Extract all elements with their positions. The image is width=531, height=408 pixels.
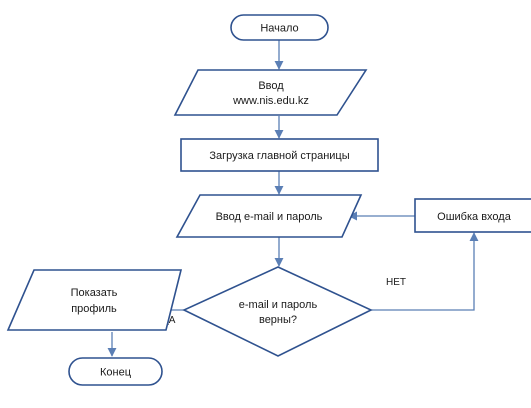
edge-label-no: НЕТ bbox=[386, 277, 406, 288]
error-label: Ошибка входа bbox=[437, 211, 512, 223]
load-page-node: Загрузка главной страницы bbox=[180, 138, 379, 172]
input-credentials-label: Ввод e-mail и пароль bbox=[216, 211, 323, 223]
edge-decision-no-to-error bbox=[371, 232, 479, 311]
input-url-label-line2: www.nis.edu.kz bbox=[232, 95, 309, 107]
end-node-label: Конец bbox=[100, 367, 132, 379]
load-page-label: Загрузка главной страницы bbox=[209, 150, 349, 162]
decision-label-line1: e-mail и пароль bbox=[239, 299, 318, 311]
show-profile-label-line1: Показать bbox=[71, 287, 118, 299]
show-profile-label-line2: профиль bbox=[71, 303, 117, 315]
show-profile-node: Показать профиль bbox=[6, 269, 183, 331]
input-url-node: Ввод www.nis.edu.kz bbox=[173, 69, 368, 116]
start-node: Начало bbox=[230, 14, 329, 41]
end-node: Конец bbox=[68, 357, 163, 386]
input-credentials-node: Ввод e-mail и пароль bbox=[175, 194, 363, 238]
error-node: Ошибка входа bbox=[414, 198, 531, 233]
input-url-label-line1: Ввод bbox=[258, 80, 284, 92]
decision-label-line2: верны? bbox=[259, 314, 297, 326]
decision-node: e-mail и пароль верны? bbox=[182, 266, 373, 357]
start-node-label: Начало bbox=[260, 23, 298, 35]
